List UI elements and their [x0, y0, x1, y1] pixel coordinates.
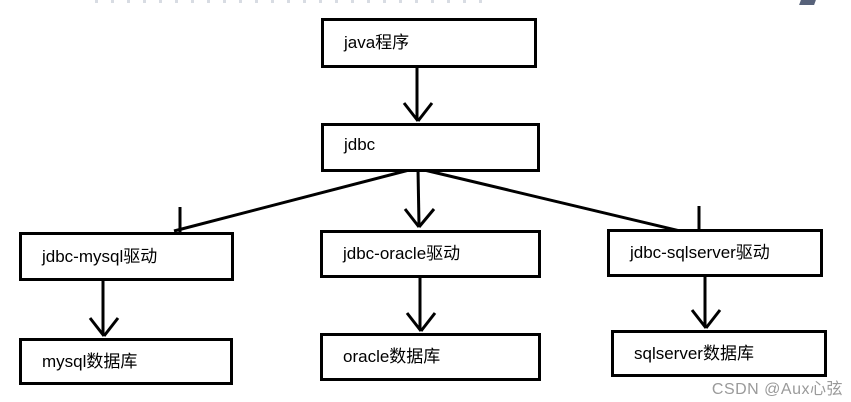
arrow-mysql-driver-to-db	[88, 281, 120, 337]
node-label: jdbc-oracle驱动	[343, 244, 461, 263]
csdn-watermark: CSDN @Aux心弦	[711, 381, 843, 398]
node-sqlserver-db: sqlserver数据库	[611, 330, 827, 377]
node-oracle-db: oracle数据库	[320, 333, 541, 381]
node-label: jdbc-mysql驱动	[42, 246, 158, 266]
node-mysql-db: mysql数据库	[19, 338, 233, 385]
arrow-jdbc-to-mysql-driver	[173, 167, 414, 233]
node-label: jdbc-sqlserver驱动	[630, 243, 770, 262]
node-mysql-driver: jdbc-mysql驱动	[19, 232, 234, 281]
node-sqlserver-driver: jdbc-sqlserver驱动	[607, 229, 823, 277]
clipped-text-remnant	[95, 0, 485, 3]
node-oracle-driver: jdbc-oracle驱动	[320, 230, 541, 278]
arrow-sqlserver-driver-to-db	[690, 277, 722, 329]
node-jdbc: jdbc	[321, 123, 540, 172]
node-label: oracle数据库	[343, 347, 441, 366]
arrow-oracle-driver-to-db	[405, 278, 437, 332]
node-label: jdbc	[344, 135, 376, 154]
arrow-jdbc-to-oracle-driver	[403, 168, 436, 228]
arrow-java-to-jdbc	[402, 68, 434, 122]
node-label: sqlserver数据库	[634, 343, 754, 363]
node-label: java程序	[344, 33, 410, 52]
node-java-app: java程序	[321, 18, 537, 68]
arrow-jdbc-to-sqlserver-driver	[419, 167, 702, 238]
node-label: mysql数据库	[42, 351, 138, 371]
